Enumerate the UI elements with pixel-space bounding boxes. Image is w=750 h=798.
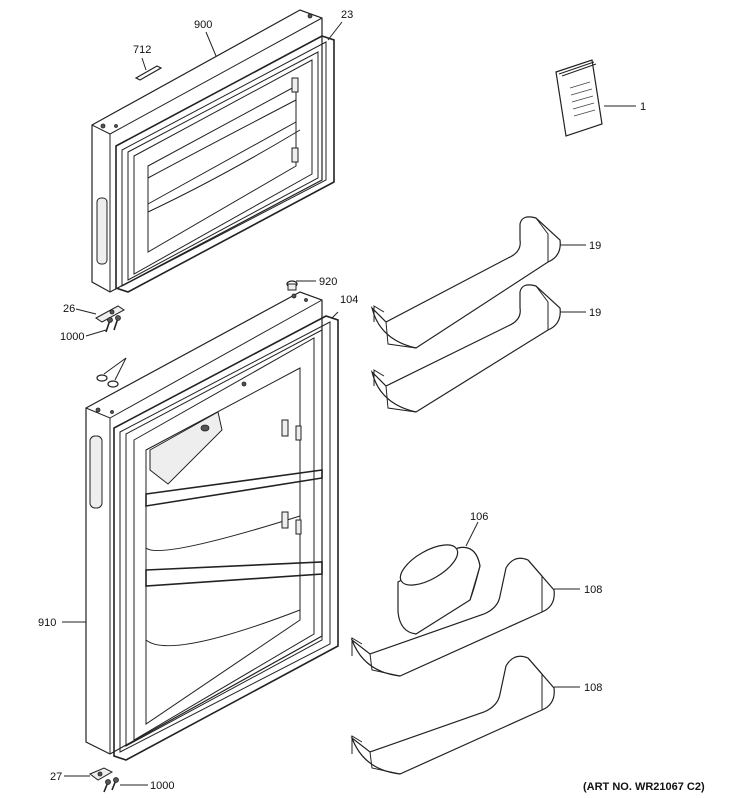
fresh-food-door: [85, 291, 339, 761]
freezer-door: [91, 9, 335, 293]
hinge-26: [95, 305, 125, 333]
callout-106: 106: [470, 511, 488, 523]
door-shelf-19-lower: [370, 284, 561, 413]
hinge-pins: [96, 357, 127, 388]
callout-27: 27: [50, 771, 62, 783]
callout-1: 1: [640, 101, 646, 113]
callout-1000-upper: 1000: [60, 331, 84, 343]
callout-labels: 900 23 712 1 19 19 920 104 26 1000 106 1…: [38, 9, 646, 792]
callout-104: 104: [340, 294, 358, 306]
callout-1000-lower: 1000: [150, 780, 174, 792]
callout-108-lower: 108: [584, 682, 602, 694]
callout-26: 26: [63, 303, 75, 315]
dairy-bin-106: [397, 544, 481, 635]
hinge-27: [89, 767, 119, 793]
door-shelf-19-upper: [370, 216, 561, 349]
leader-lines: [62, 21, 636, 786]
door-bin-108-upper: [350, 557, 555, 677]
callout-712: 712: [133, 44, 151, 56]
plug-920: [286, 280, 298, 291]
callout-19-lower: 19: [589, 307, 601, 319]
door-bin-108-lower: [350, 655, 555, 775]
callout-108-upper: 108: [584, 584, 602, 596]
manual-1: [555, 59, 603, 137]
callout-19-upper: 19: [589, 240, 601, 252]
callout-900: 900: [194, 19, 212, 31]
label-plate-712: [134, 65, 163, 81]
art-number: (ART NO. WR21067 C2): [583, 781, 705, 793]
callout-23: 23: [341, 9, 353, 21]
callout-910: 910: [38, 617, 56, 629]
callout-920: 920: [319, 276, 337, 288]
